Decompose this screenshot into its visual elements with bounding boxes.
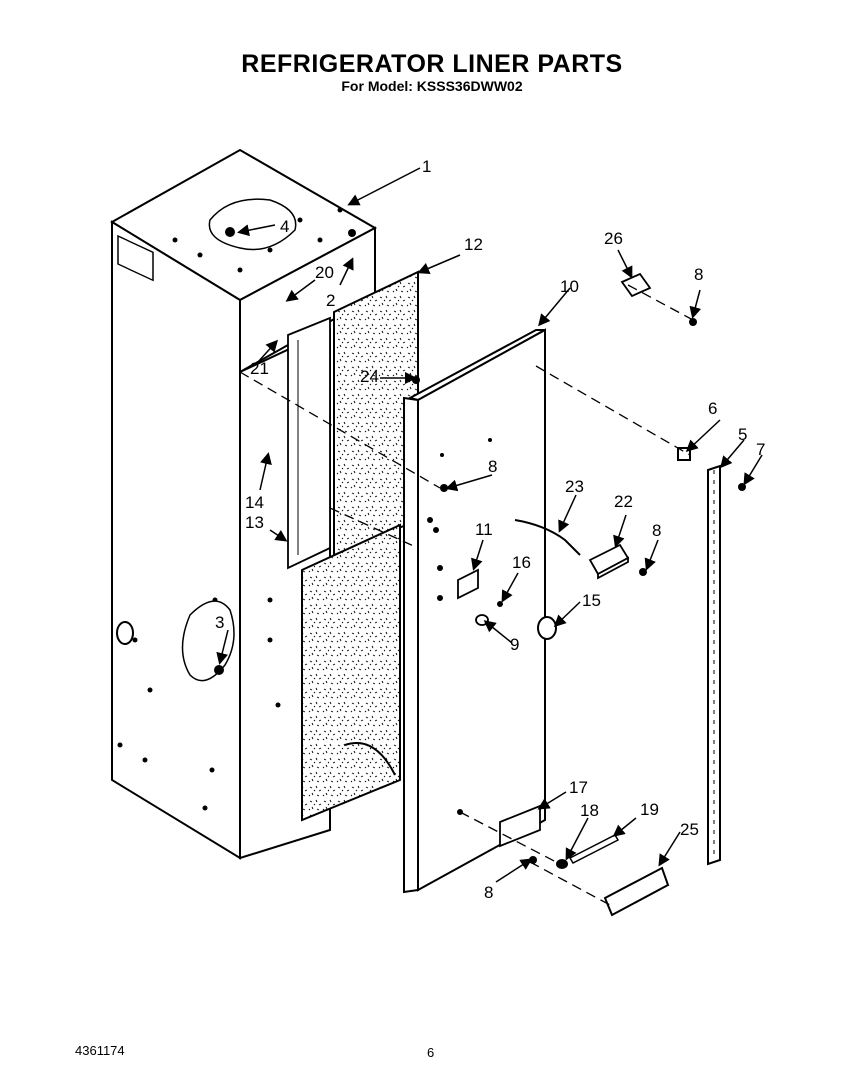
callout-22: 22 (614, 492, 633, 511)
callout-13: 13 (245, 513, 264, 532)
top-cutout (208, 198, 297, 251)
washer (556, 859, 568, 869)
model-subtitle: For Model: KSSS36DWW02 (341, 78, 523, 94)
callout-26: 26 (604, 229, 623, 248)
callout-23: 23 (565, 477, 584, 496)
hinge-cover (603, 866, 670, 917)
document-number: 4361174 (75, 1043, 125, 1058)
callout-14: 14 (245, 493, 264, 512)
callout-24: 24 (360, 367, 379, 386)
wire-harness (514, 519, 581, 556)
page-number: 6 (427, 1045, 435, 1060)
bushing (475, 614, 489, 626)
callout-5: 5 (738, 425, 747, 444)
callout-16: 16 (512, 553, 531, 572)
callout-9: 9 (510, 635, 519, 654)
mounting-bracket (457, 568, 479, 600)
callout-8-mid: 8 (488, 457, 497, 476)
callout-19: 19 (640, 800, 659, 819)
callout-15: 15 (582, 591, 601, 610)
alignment-lines (239, 284, 694, 906)
leader-lines (216, 167, 763, 883)
callout-8-right: 8 (652, 521, 661, 540)
page-title: REFRIGERATOR LINER PARTS (241, 50, 623, 78)
drain-hole (116, 621, 134, 645)
callout-8-bottom: 8 (484, 883, 493, 902)
callout-8-top: 8 (694, 265, 703, 284)
callout-10: 10 (560, 277, 579, 296)
callout-3: 3 (215, 613, 224, 632)
callout-4: 4 (280, 217, 289, 236)
liner-panel (403, 328, 546, 894)
clip (620, 272, 652, 298)
switch-housing (588, 543, 630, 580)
control-knob (537, 616, 557, 640)
callout-12: 12 (464, 235, 483, 254)
callout-20: 20 (315, 263, 334, 282)
callout-2: 2 (326, 291, 335, 310)
callout-17: 17 (569, 778, 588, 797)
cabinet-label-plate (117, 234, 154, 282)
callout-labels: 1 4 20 2 12 10 26 8 21 24 8 6 5 7 14 13 … (215, 157, 765, 902)
callout-6: 6 (708, 399, 717, 418)
callout-18: 18 (580, 801, 599, 820)
liner-bracket (287, 316, 331, 570)
callout-1: 1 (422, 157, 431, 176)
liner-holes (427, 438, 492, 815)
trim-strip (707, 464, 721, 866)
insulation-lower (301, 523, 401, 822)
hinge-pin (568, 834, 620, 864)
hinge-plate (499, 804, 541, 848)
callout-11: 11 (475, 520, 493, 539)
callout-7: 7 (756, 440, 765, 459)
callout-25: 25 (680, 820, 699, 839)
callout-21: 21 (250, 359, 269, 378)
